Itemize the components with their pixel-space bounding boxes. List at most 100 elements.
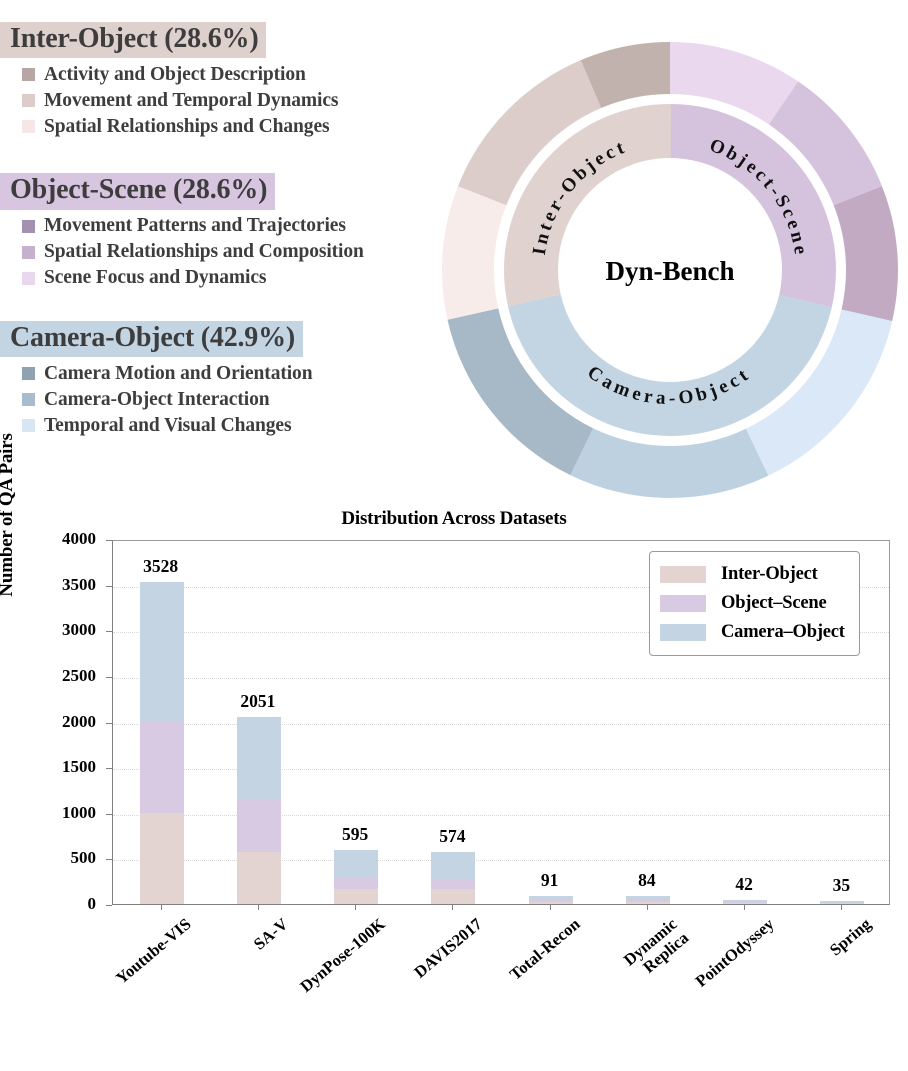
legend-swatch-icon [660,566,706,583]
color-swatch-icon [22,419,35,433]
bar-segment [820,900,865,903]
bar-total-label: 42 [735,874,753,895]
legend-item-camera-object: Camera–Object [660,618,845,647]
x-tick-label: SA-V [249,914,292,954]
donut-outer-segment [458,60,602,206]
legend-label: Camera–Object [721,622,845,642]
y-tick-mark [106,540,112,541]
y-tick-label: 500 [70,848,97,868]
donut-outer-segment [745,309,893,476]
color-swatch-icon [22,271,35,285]
bar-total-label: 595 [342,823,369,844]
taxonomy-item-label: Scene Focus and Dynamics [44,267,267,289]
color-swatch-icon [22,245,35,259]
color-swatch-icon [22,219,35,233]
bar-segment [723,900,768,903]
taxonomy-item: Movement Patterns and Trajectories [22,214,440,239]
bar-segment [820,903,865,904]
bar-segment [528,898,573,902]
bar-stack [723,900,768,904]
taxonomy-item-label: Movement and Temporal Dynamics [44,89,339,111]
y-tick-mark [106,585,112,587]
x-tick-mark [841,905,843,910]
taxonomy-item-label: Activity and Object Description [44,63,306,85]
bar-segment [139,721,184,813]
y-tick-label: 2500 [62,665,96,685]
bar-segment [528,895,573,899]
taxonomy-item: Scene Focus and Dynamics [22,266,440,291]
bar-segment [334,849,379,879]
bar-stack [139,582,184,904]
gridline [113,677,889,679]
donut-outer-ring [442,42,898,499]
taxonomy-legend: Inter-Object (28.6%) Activity and Object… [0,22,440,452]
y-tick-label: 3000 [62,620,96,640]
y-tick-label: 4000 [62,529,96,548]
bar-total-label: 574 [439,825,466,846]
bar-segment [236,800,281,852]
donut-inner-ring [504,104,836,436]
legend-swatch-icon [660,595,706,612]
taxonomy-item-label: Spatial Relationships and Composition [44,241,364,263]
taxonomy-group-camera-object: Camera-Object (42.9%) Camera Motion and … [0,320,440,438]
bar-segment [723,903,768,904]
bar-stack [625,896,670,904]
bar-segment [431,851,476,879]
legend-item-inter-object: Inter-Object [660,560,845,589]
x-tick-mark [452,905,454,910]
bar-stack [820,900,865,904]
chart-title: Distribution Across Datasets [341,508,567,529]
taxonomy-item: Camera Motion and Orientation [22,361,440,386]
color-swatch-icon [22,367,35,381]
taxonomy-items: Movement Patterns and Trajectories Spati… [0,214,440,291]
x-tick-mark [355,905,357,910]
taxonomy-group-title: Inter-Object (28.6%) [0,22,267,59]
donut-center-label: Dyn-Bench [605,256,734,286]
x-tick-label: DAVIS2017 [410,914,486,982]
taxonomy-item-label: Spatial Relationships and Changes [44,115,330,137]
donut-outer-segment [580,42,670,109]
taxonomy-item: Movement and Temporal Dynamics [22,88,440,113]
y-tick-mark [106,631,112,633]
x-tick-mark [257,905,259,910]
bar-total-label: 91 [540,869,559,890]
bar-segment [625,901,670,904]
donut-outer-segment [768,81,882,206]
taxonomy-group-object-scene: Object-Scene (28.6%) Movement Patterns a… [0,173,440,290]
donut-outer-segment [447,308,594,476]
y-tick-mark [106,768,112,770]
bar-total-label: 35 [832,874,851,895]
gridline [113,586,889,588]
bar-segment [139,582,184,722]
chart-legend: Inter-Object Object–Scene Camera–Object [649,551,860,656]
x-tick-mark [549,905,551,910]
x-tick-label: DynPose-100K [296,914,389,996]
y-tick-mark [106,722,112,724]
taxonomy-item-label: Camera Motion and Orientation [44,362,313,384]
color-swatch-icon [22,68,35,82]
color-swatch-icon [22,94,35,108]
y-tick-label: 1000 [62,802,96,822]
bar-stack [236,716,281,904]
donut-outer-segment [833,186,898,322]
y-tick-mark [106,905,112,906]
donut-inner-segment [670,104,836,308]
bar-segment [528,901,573,904]
gridline [113,632,889,634]
taxonomy-item-label: Temporal and Visual Changes [44,414,292,436]
bar-segment [334,878,379,889]
donut-inner-segment [507,294,832,436]
y-tick-mark [106,813,112,815]
taxonomy-item-label: Camera-Object Interaction [44,388,270,410]
taxonomy-group-title: Camera-Object (42.9%) [0,320,304,358]
bar-total-label: 2051 [240,690,276,711]
bar-segment [139,812,184,904]
taxonomy-item-label: Movement Patterns and Trajectories [44,215,346,237]
x-tick-mark [160,905,162,910]
bar-segment [723,902,768,904]
x-tick-label: Spring [826,914,875,960]
bar-segment [625,896,670,900]
taxonomy-item: Spatial Relationships and Changes [22,114,440,139]
